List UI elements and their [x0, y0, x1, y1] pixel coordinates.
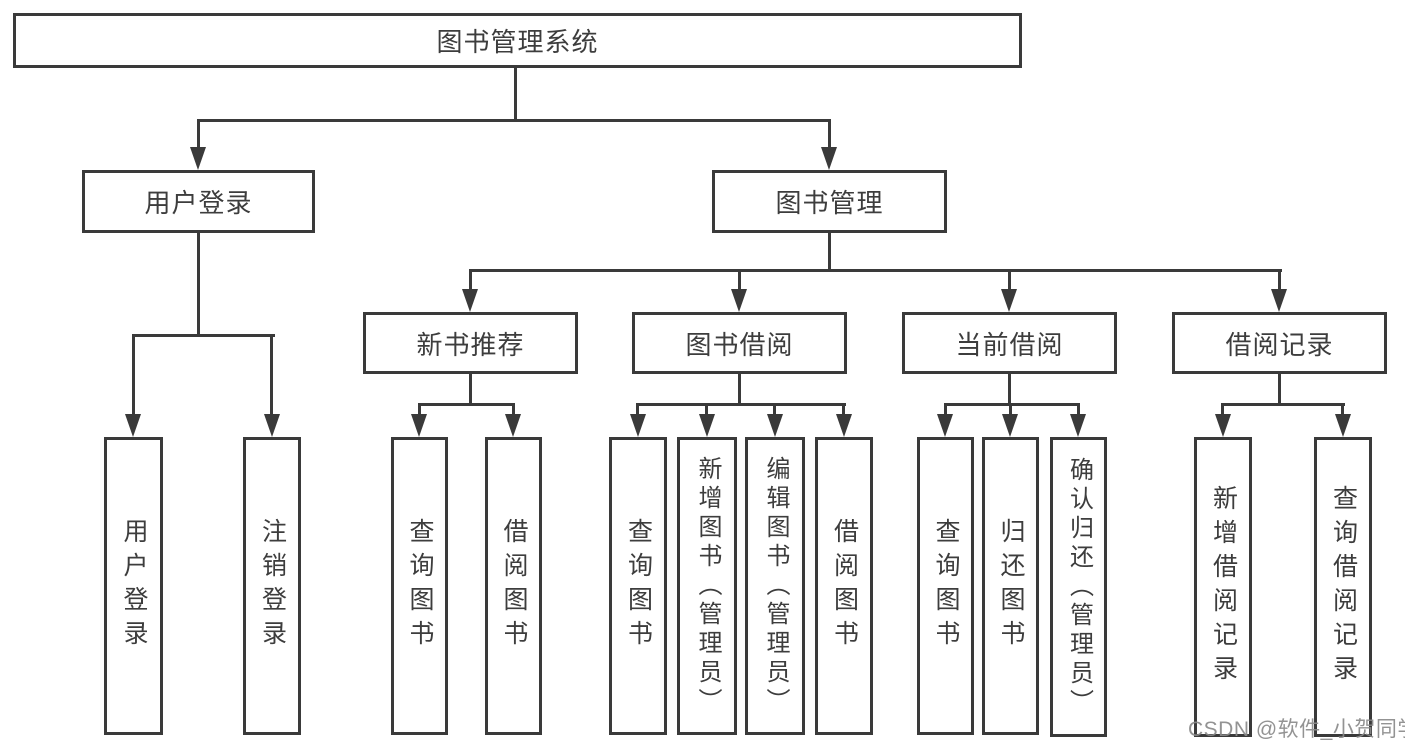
arrow-down-icon — [731, 289, 747, 312]
leaf-node-query-books-recommend: 查询图书 — [391, 437, 448, 735]
leaf-node-add-borrow-record: 新增借阅记录 — [1194, 437, 1252, 737]
arrow-down-icon — [1070, 414, 1086, 437]
leaf-node-add-books-admin: 新增图书（管理员） — [677, 437, 737, 735]
branch-node-user-login: 用户登录 — [82, 170, 315, 233]
connector-line — [469, 269, 1282, 272]
connector-line — [828, 119, 831, 150]
arrow-down-icon — [462, 289, 478, 312]
arrow-down-icon — [1215, 414, 1231, 437]
arrow-down-icon — [937, 414, 953, 437]
arrow-down-icon — [1271, 289, 1287, 312]
arrow-down-icon — [836, 414, 852, 437]
leaf-node-query-borrow-record: 查询借阅记录 — [1314, 437, 1372, 737]
leaf-node-return-books: 归还图书 — [982, 437, 1039, 735]
branch-node-book-management: 图书管理 — [712, 170, 947, 233]
root-node: 图书管理系统 — [13, 13, 1022, 68]
connector-line — [1008, 269, 1011, 293]
connector-line — [842, 403, 845, 419]
section-node-borrowing-records: 借阅记录 — [1172, 312, 1387, 374]
section-node-current-borrowing: 当前借阅 — [902, 312, 1117, 374]
connector-line — [636, 403, 639, 419]
leaf-node-user-login: 用户登录 — [104, 437, 163, 735]
arrow-down-icon — [767, 414, 783, 437]
connector-line — [944, 403, 1080, 406]
leaf-node-edit-books-admin: 编辑图书（管理员） — [745, 437, 805, 735]
connector-line — [418, 403, 421, 419]
arrow-down-icon — [1002, 414, 1018, 437]
connector-line — [132, 334, 135, 418]
leaf-node-borrow-books: 借阅图书 — [815, 437, 873, 735]
arrow-down-icon — [190, 147, 206, 170]
arrow-down-icon — [1335, 414, 1351, 437]
arrow-down-icon — [699, 414, 715, 437]
leaf-node-confirm-return-admin: 确认归还（管理员） — [1050, 437, 1107, 737]
arrow-down-icon — [125, 414, 141, 437]
connector-line — [197, 233, 200, 336]
connector-line — [132, 334, 275, 337]
connector-line — [469, 269, 472, 293]
connector-line — [197, 119, 200, 150]
arrow-down-icon — [411, 414, 427, 437]
leaf-node-query-books-borrow: 查询图书 — [609, 437, 667, 735]
connector-line — [1008, 374, 1011, 405]
arrow-down-icon — [1001, 289, 1017, 312]
arrow-down-icon — [505, 414, 521, 437]
connector-line — [705, 403, 708, 419]
leaf-node-borrow-books-recommend: 借阅图书 — [485, 437, 542, 735]
connector-line — [1221, 403, 1345, 406]
arrow-down-icon — [264, 414, 280, 437]
section-node-new-book-recommendation: 新书推荐 — [363, 312, 578, 374]
arrow-down-icon — [630, 414, 646, 437]
connector-line — [469, 374, 472, 405]
arrow-down-icon — [821, 147, 837, 170]
connector-line — [738, 269, 741, 293]
connector-line — [1278, 374, 1281, 405]
connector-line — [738, 374, 741, 405]
section-node-book-borrowing: 图书借阅 — [632, 312, 847, 374]
connector-line — [1341, 403, 1344, 419]
connector-line — [773, 403, 776, 419]
csdn-watermark: CSDN @软件_小贺同学 — [1188, 718, 1405, 741]
connector-line — [270, 334, 273, 418]
connector-line — [1221, 403, 1224, 419]
connector-line — [1009, 403, 1012, 419]
connector-line — [636, 403, 846, 406]
connector-line — [514, 67, 517, 120]
connector-line — [1077, 403, 1080, 419]
connector-line — [1278, 269, 1281, 293]
leaf-node-query-books-current: 查询图书 — [917, 437, 974, 735]
leaf-node-logout: 注销登录 — [243, 437, 301, 735]
connector-line — [418, 403, 515, 406]
connector-line — [828, 233, 831, 271]
connector-line — [197, 119, 831, 122]
connector-line — [944, 403, 947, 419]
connector-line — [512, 403, 515, 419]
